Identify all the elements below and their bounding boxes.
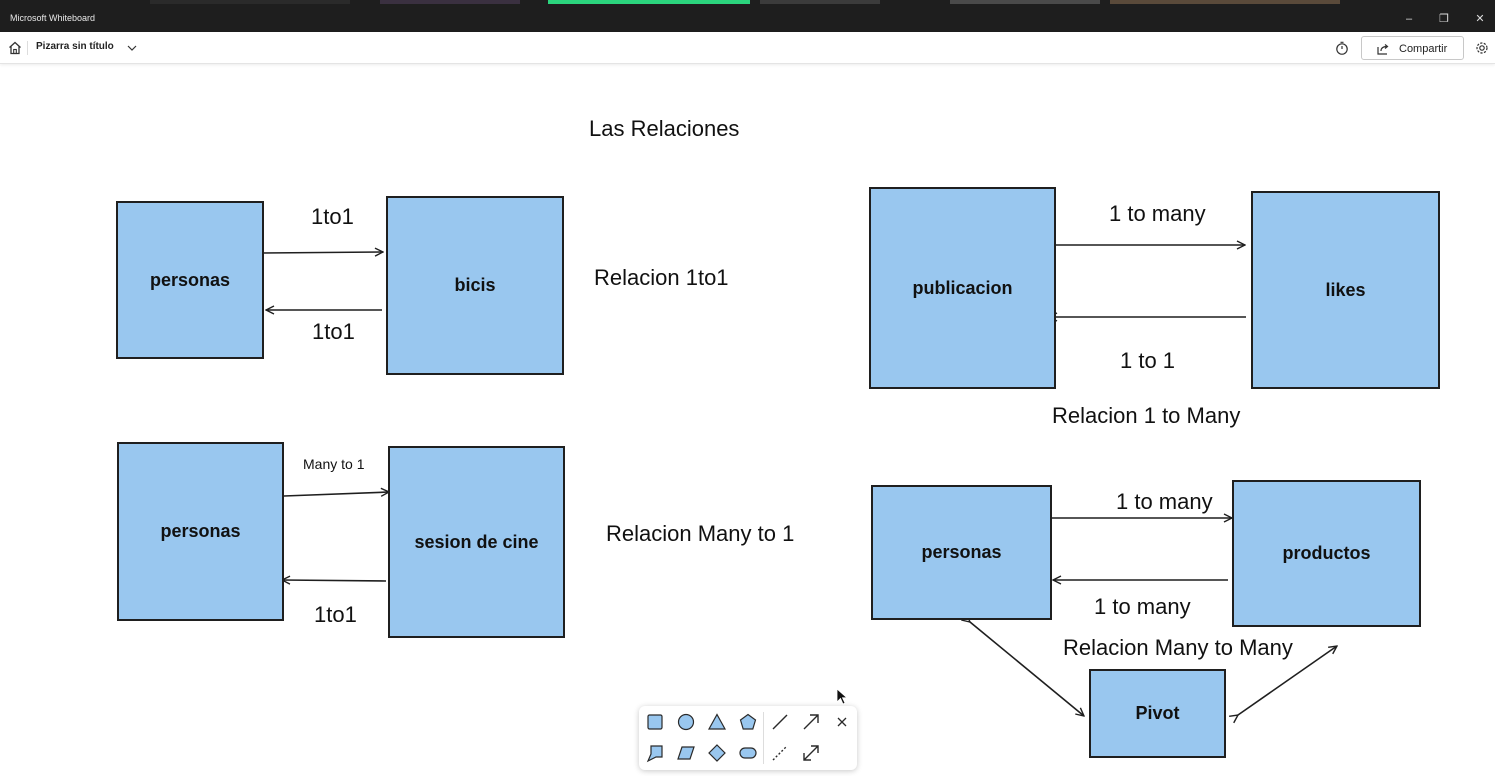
arrow-personas-pivot[interactable] <box>970 622 1084 716</box>
shape-toolbar <box>639 706 857 770</box>
line-icon[interactable] <box>768 710 792 734</box>
label-many-to-1-bottom[interactable]: 1to1 <box>314 602 357 627</box>
video-strip <box>1110 0 1340 4</box>
title-bar: Microsoft Whiteboard – ❐ ✕ <box>0 0 1495 32</box>
timer-icon[interactable] <box>1334 40 1350 56</box>
title-relacion-many-to-1[interactable]: Relacion Many to 1 <box>606 521 795 546</box>
whiteboard-canvas[interactable]: Las Relaciones personas bicis 1to1 1to1 … <box>0 64 1495 776</box>
rounded-rect-icon[interactable] <box>736 741 760 765</box>
dashed-line-icon[interactable] <box>768 741 792 765</box>
share-icon <box>1377 44 1389 55</box>
label-1-to-many-top[interactable]: 1 to many <box>1116 489 1213 514</box>
arrow-personas-to-bicis[interactable] <box>261 252 383 253</box>
parallelogram-icon[interactable] <box>674 741 698 765</box>
callout-icon[interactable] <box>643 741 667 765</box>
close-icon[interactable] <box>830 710 854 734</box>
label-1-to-1-bottom[interactable]: 1 to 1 <box>1120 348 1176 373</box>
video-strip <box>760 0 880 4</box>
app-toolbar: Pizarra sin título Compartir <box>0 32 1495 64</box>
arrow-icon[interactable] <box>799 710 823 734</box>
box-personas[interactable]: personas <box>116 201 264 359</box>
box-pivot[interactable]: Pivot <box>1089 669 1226 758</box>
box-sesion-de-cine[interactable]: sesion de cine <box>388 446 565 638</box>
pentagon-icon[interactable] <box>736 710 760 734</box>
arrow-sesion-to-personas[interactable] <box>282 580 387 581</box>
title-relacion-1to1[interactable]: Relacion 1to1 <box>594 265 729 290</box>
share-label: Compartir <box>1399 43 1448 55</box>
label-1-to-many-top[interactable]: 1 to many <box>1109 201 1206 226</box>
chevron-down-icon[interactable] <box>125 41 139 55</box>
arrow-personas-to-sesion[interactable] <box>283 492 389 496</box>
mouse-cursor-icon <box>836 688 849 705</box>
diamond-icon[interactable] <box>705 741 729 765</box>
title-relacion-1-to-many[interactable]: Relacion 1 to Many <box>1052 403 1241 428</box>
minimize-button[interactable]: – <box>1405 13 1413 25</box>
double-arrow-icon[interactable] <box>799 741 823 765</box>
share-button[interactable]: Compartir <box>1361 36 1464 60</box>
app-title: Microsoft Whiteboard <box>10 13 96 23</box>
video-strip <box>150 0 350 4</box>
restore-button[interactable]: ❐ <box>1439 13 1449 25</box>
video-strip-active <box>548 0 750 4</box>
label-1to1-bottom[interactable]: 1to1 <box>312 319 355 344</box>
board-heading[interactable]: Las Relaciones <box>589 116 740 141</box>
square-icon[interactable] <box>643 710 667 734</box>
box-bicis[interactable]: bicis <box>386 196 564 375</box>
box-productos[interactable]: productos <box>1232 480 1421 627</box>
box-personas[interactable]: personas <box>871 485 1052 620</box>
toolbar-divider <box>27 41 28 55</box>
toolbar-divider <box>763 712 764 764</box>
video-strip <box>380 0 520 4</box>
label-many-to-1[interactable]: Many to 1 <box>303 456 365 472</box>
box-likes[interactable]: likes <box>1251 191 1440 389</box>
connector-layer <box>261 64 1495 776</box>
video-strip <box>950 0 1100 4</box>
label-1-to-many-bottom[interactable]: 1 to many <box>1094 594 1191 619</box>
circle-icon[interactable] <box>674 710 698 734</box>
box-personas[interactable]: personas <box>117 442 284 621</box>
label-1to1-top[interactable]: 1to1 <box>311 204 354 229</box>
arrow-pivot-productos[interactable] <box>1238 646 1337 715</box>
board-name[interactable]: Pizarra sin título <box>36 41 114 52</box>
triangle-icon[interactable] <box>705 710 729 734</box>
gear-icon[interactable] <box>1474 40 1490 56</box>
close-button[interactable]: ✕ <box>1475 13 1485 25</box>
home-icon[interactable] <box>7 40 23 56</box>
title-relacion-many-to-many[interactable]: Relacion Many to Many <box>1063 635 1293 660</box>
box-publicacion[interactable]: publicacion <box>869 187 1056 389</box>
